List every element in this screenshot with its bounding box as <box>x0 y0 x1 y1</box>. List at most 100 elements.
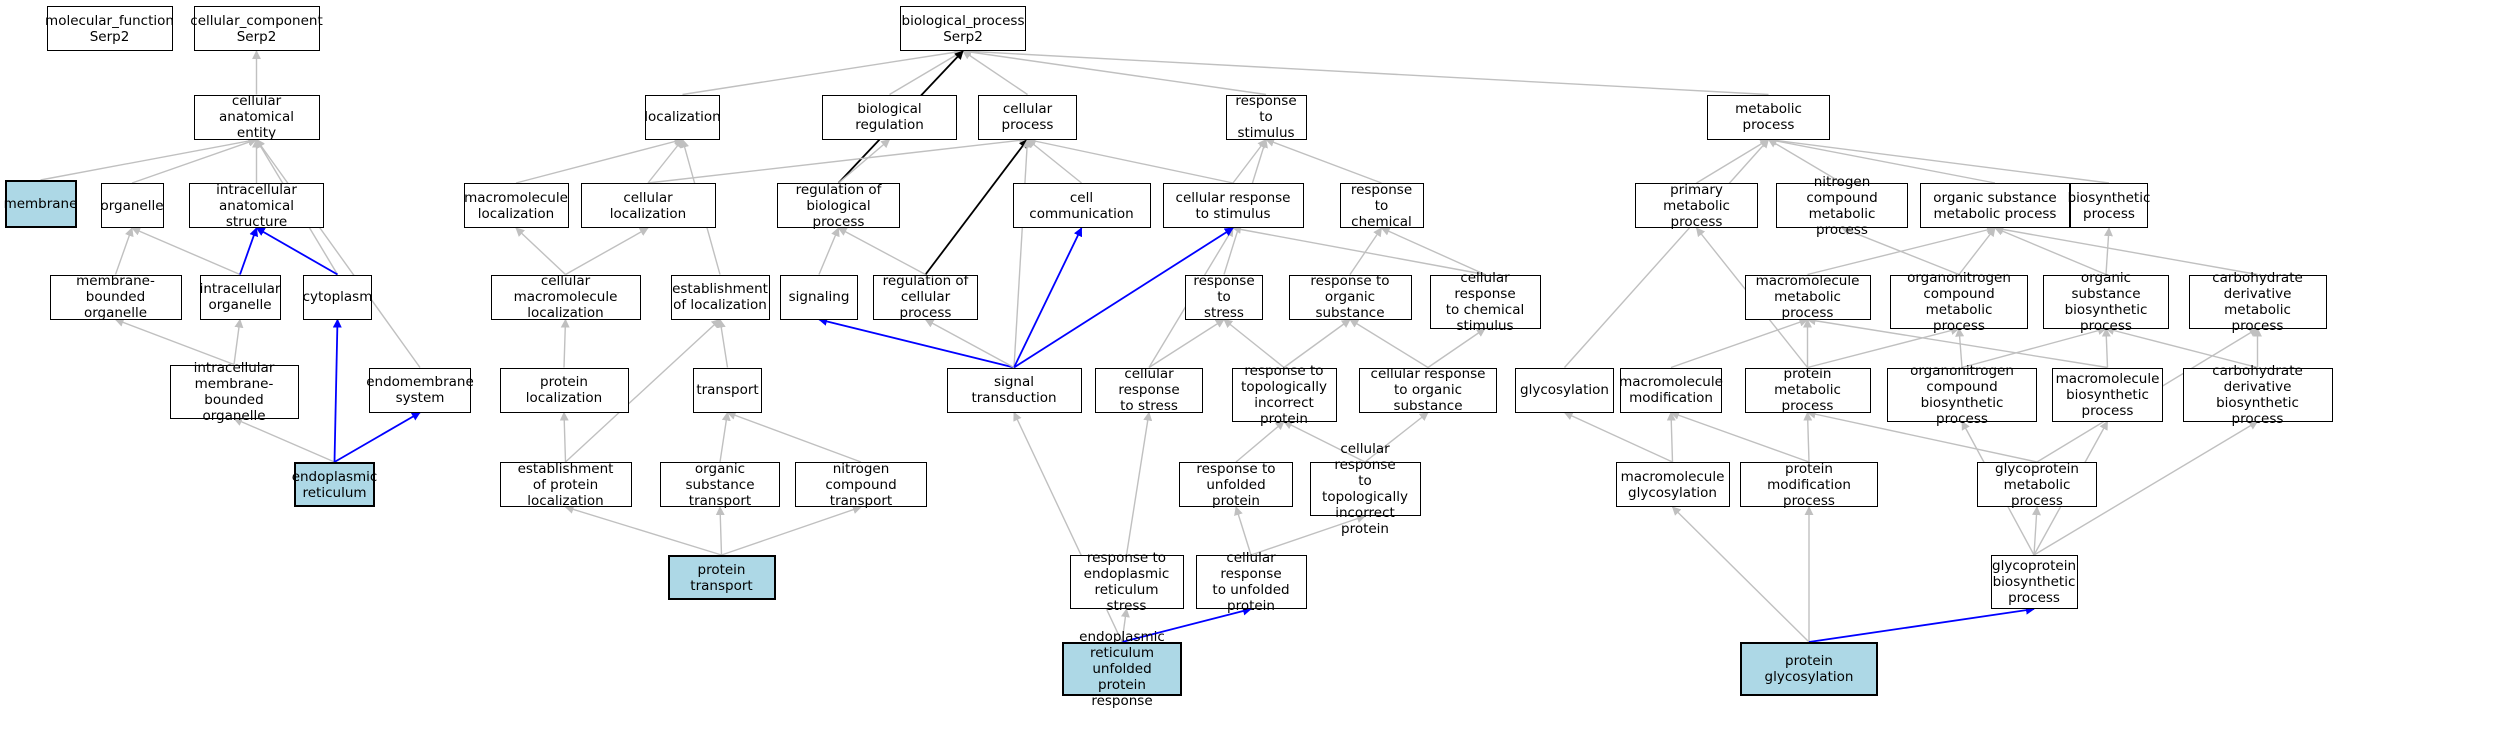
node-ias[interactable]: intracellular anatomical structure <box>189 182 324 230</box>
node-bp[interactable]: biological_process Serp2 <box>900 6 1026 51</box>
edge-rtos-to-rtc <box>1349 227 1383 275</box>
edge-rtip-to-rtstress <box>1223 318 1285 369</box>
node-loc[interactable]: localization <box>644 94 721 140</box>
node-rtup[interactable]: response to unfolded protein <box>1179 461 1293 509</box>
node-oncbp[interactable]: organonitrogen compound biosynthetic pro… <box>1887 363 2037 427</box>
node-cc[interactable]: cellular_component Serp2 <box>190 6 323 51</box>
node-estprotloc[interactable]: establishment of protein localization <box>499 461 632 509</box>
node-regcell[interactable]: regulation of cellular process <box>873 273 978 321</box>
node-crtos[interactable]: cellular response to organic substance <box>1359 366 1497 414</box>
node-crtc[interactable]: cellular response to chemical stimulus <box>1429 270 1541 334</box>
node-oncmp[interactable]: organonitrogen compound metabolic proces… <box>1890 270 2028 334</box>
edge-crtc-to-crts <box>1232 225 1486 276</box>
edge-sigtrans-to-regcell <box>924 318 1015 369</box>
node-protmod[interactable]: protein modification process <box>1740 461 1878 509</box>
node-cae[interactable]: cellular anatomical entity <box>193 93 320 141</box>
edge-biosyn-to-metab <box>1767 136 2110 184</box>
node-rts[interactable]: response to stimulus <box>1225 93 1307 141</box>
edge-cml-to-macroloc <box>515 227 566 276</box>
edge-osmp-to-metab <box>1767 136 1996 184</box>
node-signaling[interactable]: signaling <box>780 274 858 320</box>
edge-macroloc-to-loc <box>515 137 684 184</box>
node-cytoplasm[interactable]: cytoplasm <box>303 274 372 320</box>
node-estloc[interactable]: establishment of localization <box>670 274 770 320</box>
node-mf[interactable]: molecular_function Serp2 <box>45 6 174 51</box>
edge-endomem-to-cae <box>255 138 421 368</box>
edge-er-to-cytoplasm <box>332 318 342 463</box>
node-mglyc[interactable]: macromolecule glycosylation <box>1615 462 1730 507</box>
edge-io-to-organelle <box>131 227 241 276</box>
node-mbo[interactable]: membrane-bounded organelle <box>49 273 182 321</box>
node-io[interactable]: intracellular organelle <box>199 274 281 320</box>
node-sigtrans[interactable]: signal transduction <box>946 367 1082 413</box>
node-membrane[interactable]: membrane <box>4 180 77 228</box>
node-rtc[interactable]: response to chemical <box>1339 182 1424 230</box>
edge-signaling-to-regbio <box>818 227 840 275</box>
edge-cdmp-to-osmp <box>1994 224 2258 276</box>
node-endomem[interactable]: endomembrane system <box>366 367 474 413</box>
edge-rtip-to-rtos <box>1283 318 1351 369</box>
node-ncmp[interactable]: nitrogen compound metabolic process <box>1776 174 1908 238</box>
edge-prottrans-to-ostrans <box>715 506 725 556</box>
node-protglyc[interactable]: protein glycosylation <box>1740 642 1878 696</box>
edge-metab-to-bp <box>962 46 1769 96</box>
node-prottrans[interactable]: protein transport <box>667 555 776 600</box>
node-rtstress[interactable]: response to stress <box>1185 273 1263 321</box>
edge-oncbp-to-oncmp <box>1955 327 1965 368</box>
edge-crtstress-to-rtstress <box>1148 318 1225 369</box>
node-ostrans[interactable]: organic substance transport <box>660 461 780 509</box>
node-protloc[interactable]: protein localization <box>499 367 629 413</box>
node-macromod[interactable]: macromolecule modification <box>1619 367 1723 413</box>
edge-cml-to-cellloc <box>565 227 649 276</box>
edge-erupr-to-rtERstress <box>1120 608 1130 643</box>
edge-mbo-to-organelle <box>114 227 134 275</box>
edge-crtup-to-crtip <box>1250 514 1366 556</box>
edge-imbo-to-io <box>233 318 244 365</box>
node-biosyn[interactable]: biosynthetic process <box>2068 183 2150 228</box>
node-cdmp[interactable]: carbohydrate derivative metabolic proces… <box>2188 270 2327 334</box>
node-macroloc[interactable]: macromolecule localization <box>463 183 569 228</box>
edge-sigtrans-to-signaling <box>818 317 1015 369</box>
node-rtos[interactable]: response to organic substance <box>1288 273 1412 321</box>
node-biore[interactable]: biological regulation <box>822 94 957 140</box>
edge-erupr-to-crtup <box>1121 606 1252 643</box>
node-cml[interactable]: cellular macromolecule localization <box>490 273 641 321</box>
edge-oncbp-to-osbp <box>1961 326 2107 369</box>
edge-glycosylation-to-metab <box>1563 138 1770 368</box>
node-cellproc[interactable]: cellular process <box>978 94 1077 140</box>
node-glycomet[interactable]: glycoprotein metabolic process <box>1977 461 2097 509</box>
edge-ncmp-to-metab <box>1767 138 1843 184</box>
node-crtip[interactable]: cellular response to topologically incor… <box>1309 441 1421 537</box>
node-protmet[interactable]: protein metabolic process <box>1744 366 1871 414</box>
edge-crtos-to-crtc <box>1427 327 1486 369</box>
node-crtstress[interactable]: cellular response to stress <box>1095 366 1203 414</box>
node-er[interactable]: endoplasmic reticulum <box>292 462 377 507</box>
edge-crtos-to-rtos <box>1349 318 1429 369</box>
node-erupr[interactable]: endoplasmic reticulum unfolded protein r… <box>1062 629 1182 709</box>
node-osmp[interactable]: organic substance metabolic process <box>1920 183 2070 228</box>
node-mmp[interactable]: macromolecule metabolic process <box>1744 273 1871 321</box>
node-crts[interactable]: cellular response to stimulus <box>1162 183 1304 228</box>
node-metab[interactable]: metabolic process <box>1707 94 1830 140</box>
node-cdbp[interactable]: carbohydrate derivative biosynthetic pro… <box>2182 363 2333 427</box>
node-rtip[interactable]: response to topologically incorrect prot… <box>1231 363 1337 427</box>
node-crtup[interactable]: cellular response to unfolded protein <box>1195 550 1307 614</box>
node-regbio[interactable]: regulation of biological process <box>777 182 900 230</box>
node-osbp[interactable]: organic substance biosynthetic process <box>2043 270 2169 334</box>
edge-cytoplasm-to-ias <box>255 227 338 276</box>
node-mbp[interactable]: macromolecule biosynthetic process <box>2052 367 2163 422</box>
node-cellloc[interactable]: cellular localization <box>580 183 716 228</box>
edge-ostrans-to-transport <box>719 411 731 463</box>
node-glycosylation[interactable]: glycosylation <box>1515 367 1614 413</box>
node-primmet[interactable]: primary metabolic process <box>1635 182 1758 230</box>
node-cellcomm[interactable]: cell communication <box>1012 183 1151 228</box>
node-nctrans[interactable]: nitrogen compound transport <box>795 461 927 509</box>
node-rtERstress[interactable]: response to endoplasmic reticulum stress <box>1069 550 1184 614</box>
node-glycobio[interactable]: glycoprotein biosynthetic process <box>1990 555 2078 609</box>
node-organelle[interactable]: organelle <box>100 183 164 228</box>
node-imbo[interactable]: intracellular membrane-bounded organelle <box>169 360 299 424</box>
edge-mbp-to-mmp <box>1806 316 2108 369</box>
node-transport[interactable]: transport <box>693 367 762 413</box>
